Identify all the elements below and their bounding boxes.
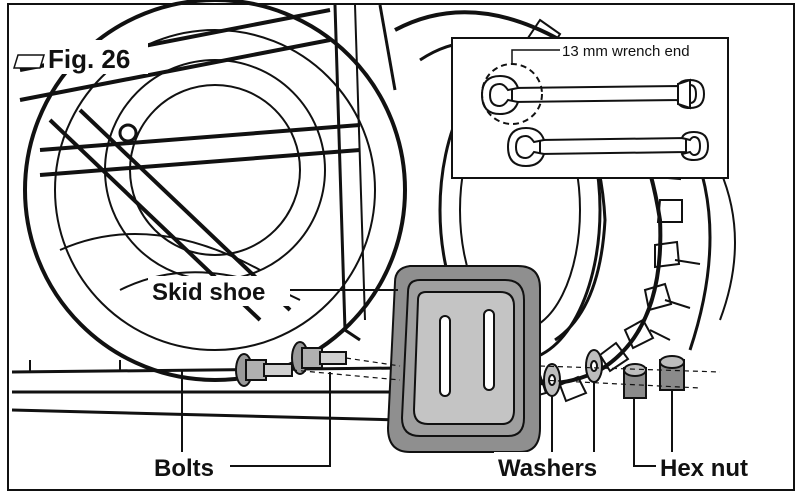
wrench-inset: 13 mm wrench end [451, 37, 729, 179]
wrench-callout-leader [511, 49, 560, 64]
washers-label: Washers [498, 455, 597, 482]
figure-number: Fig. 26 [48, 44, 130, 74]
bolt-2-icon [291, 341, 347, 375]
bolt-1-icon [235, 353, 293, 387]
hex-nut-label: Hex nut [660, 455, 748, 482]
snowthrower-housing-art [11, 0, 407, 422]
wrench-icon [506, 126, 710, 168]
hardware-alignment-dash [539, 365, 721, 389]
bolt-alignment-dash [291, 357, 401, 381]
skid-shoe-art [386, 265, 541, 453]
wrench-13mm-icon [480, 74, 706, 116]
washer-2-icon [585, 349, 603, 383]
washers-leader [551, 382, 595, 452]
wrench-callout-text: 13 mm wrench end [562, 43, 690, 60]
hex-nut-2-icon [659, 355, 685, 391]
figure-number-tick [12, 54, 46, 69]
skid-shoe-label: Skid shoe [152, 279, 265, 306]
hex-nut-leader [633, 390, 673, 467]
bolts-label: Bolts [154, 455, 214, 482]
